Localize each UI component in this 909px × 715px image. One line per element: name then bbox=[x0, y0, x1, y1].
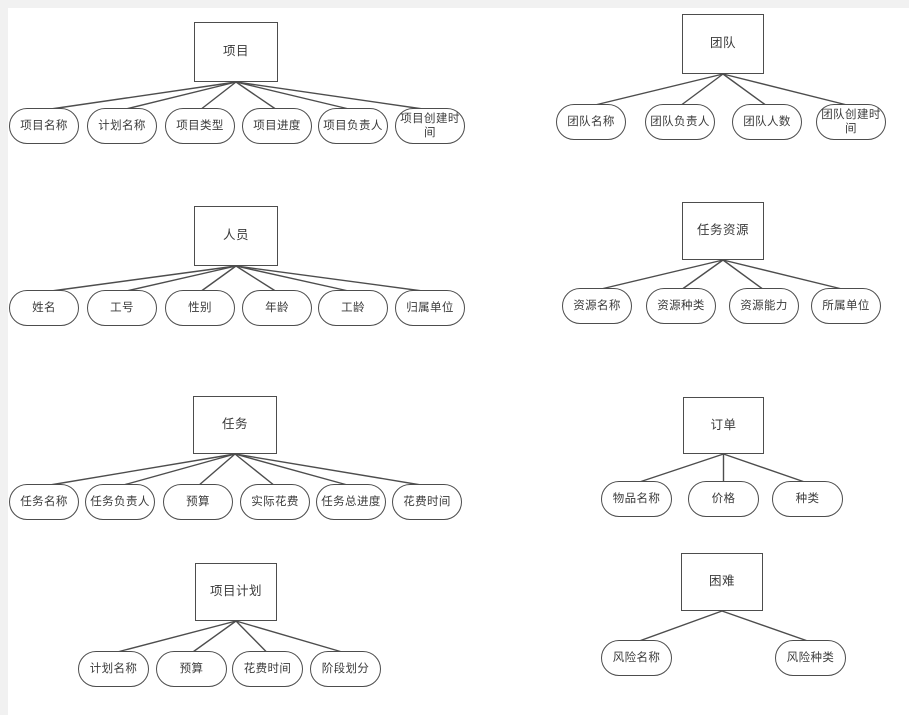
edge-project-0 bbox=[43, 81, 237, 111]
entity-difficulty[interactable]: 困难 bbox=[681, 553, 763, 611]
attribute-project-plan-0[interactable]: 计划名称 bbox=[78, 651, 149, 687]
attribute-task-0[interactable]: 任务名称 bbox=[9, 484, 79, 520]
attribute-difficulty-1[interactable]: 风险种类 bbox=[775, 640, 846, 676]
edge-project-plan-0 bbox=[113, 620, 237, 654]
edge-person-2 bbox=[199, 265, 237, 293]
attribute-team-0[interactable]: 团队名称 bbox=[556, 104, 626, 140]
attribute-difficulty-0[interactable]: 风险名称 bbox=[601, 640, 672, 676]
attribute-order-0[interactable]: 物品名称 bbox=[601, 481, 672, 517]
edge-task-4 bbox=[234, 453, 352, 487]
attribute-project-2[interactable]: 项目类型 bbox=[165, 108, 235, 144]
entity-task[interactable]: 任务 bbox=[193, 396, 277, 454]
edge-project-2 bbox=[199, 81, 237, 111]
edge-project-4 bbox=[235, 81, 354, 111]
edge-project-plan-2 bbox=[235, 620, 268, 654]
attribute-person-4[interactable]: 工龄 bbox=[318, 290, 388, 326]
edge-task-resource-2 bbox=[722, 259, 765, 291]
entity-task-resource[interactable]: 任务资源 bbox=[682, 202, 764, 260]
attribute-project-plan-2[interactable]: 花费时间 bbox=[232, 651, 303, 687]
edge-person-4 bbox=[235, 265, 354, 293]
attribute-person-0[interactable]: 姓名 bbox=[9, 290, 79, 326]
attribute-project-3[interactable]: 项目进度 bbox=[242, 108, 312, 144]
attribute-team-2[interactable]: 团队人数 bbox=[732, 104, 802, 140]
attribute-project-4[interactable]: 项目负责人 bbox=[318, 108, 388, 144]
edge-difficulty-0 bbox=[636, 610, 723, 643]
edge-project-plan-3 bbox=[235, 620, 346, 654]
attribute-project-5[interactable]: 项目创建时间 bbox=[395, 108, 465, 144]
attribute-task-5[interactable]: 花费时间 bbox=[392, 484, 462, 520]
entity-team[interactable]: 团队 bbox=[682, 14, 764, 74]
attribute-project-1[interactable]: 计划名称 bbox=[87, 108, 157, 144]
edge-task-1 bbox=[119, 453, 236, 487]
edge-project-3 bbox=[235, 81, 278, 111]
attribute-team-3[interactable]: 团队创建时间 bbox=[816, 104, 886, 140]
edge-project-plan-1 bbox=[191, 620, 237, 654]
attribute-person-1[interactable]: 工号 bbox=[87, 290, 157, 326]
attribute-project-plan-3[interactable]: 阶段划分 bbox=[310, 651, 381, 687]
attribute-team-1[interactable]: 团队负责人 bbox=[645, 104, 715, 140]
attribute-order-2[interactable]: 种类 bbox=[772, 481, 843, 517]
attribute-task-resource-0[interactable]: 资源名称 bbox=[562, 288, 632, 324]
edge-task-3 bbox=[234, 453, 276, 487]
attribute-project-0[interactable]: 项目名称 bbox=[9, 108, 79, 144]
edge-project-1 bbox=[121, 81, 237, 111]
edge-person-0 bbox=[43, 265, 237, 293]
edge-difficulty-1 bbox=[721, 610, 811, 643]
edge-task-resource-1 bbox=[680, 259, 724, 291]
attribute-task-resource-1[interactable]: 资源种类 bbox=[646, 288, 716, 324]
entity-project-plan[interactable]: 项目计划 bbox=[195, 563, 277, 621]
edge-task-5 bbox=[234, 453, 428, 487]
entity-project[interactable]: 项目 bbox=[194, 22, 278, 82]
edge-team-3 bbox=[722, 73, 852, 107]
edge-order-2 bbox=[723, 453, 808, 484]
edge-task-resource-0 bbox=[596, 259, 724, 291]
edge-team-1 bbox=[679, 73, 724, 107]
entity-person[interactable]: 人员 bbox=[194, 206, 278, 266]
edge-task-0 bbox=[43, 453, 236, 487]
attribute-task-2[interactable]: 预算 bbox=[163, 484, 233, 520]
attribute-task-4[interactable]: 任务总进度 bbox=[316, 484, 386, 520]
edge-project-5 bbox=[235, 81, 431, 111]
edge-task-2 bbox=[197, 453, 236, 487]
attribute-task-resource-2[interactable]: 资源能力 bbox=[729, 288, 799, 324]
attribute-order-1[interactable]: 价格 bbox=[688, 481, 759, 517]
attribute-task-3[interactable]: 实际花费 bbox=[240, 484, 310, 520]
attribute-task-resource-3[interactable]: 所属单位 bbox=[811, 288, 881, 324]
attribute-task-1[interactable]: 任务负责人 bbox=[85, 484, 155, 520]
edge-person-1 bbox=[121, 265, 237, 293]
attribute-person-3[interactable]: 年龄 bbox=[242, 290, 312, 326]
edge-order-0 bbox=[636, 453, 724, 484]
attribute-person-2[interactable]: 性别 bbox=[165, 290, 235, 326]
edge-task-resource-3 bbox=[722, 259, 847, 291]
edge-team-0 bbox=[590, 73, 724, 107]
entity-order[interactable]: 订单 bbox=[683, 397, 764, 454]
attribute-person-5[interactable]: 归属单位 bbox=[395, 290, 465, 326]
edge-team-2 bbox=[722, 73, 768, 107]
edge-person-5 bbox=[235, 265, 431, 293]
attribute-project-plan-1[interactable]: 预算 bbox=[156, 651, 227, 687]
edge-person-3 bbox=[235, 265, 278, 293]
